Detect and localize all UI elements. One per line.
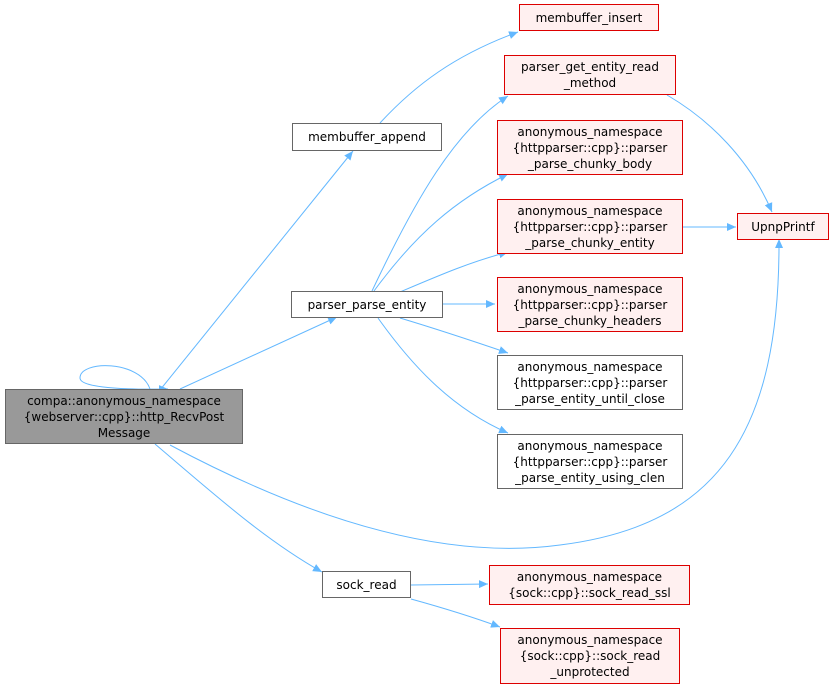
node-label-line: {sock::cpp}::sock_read_ssl bbox=[508, 586, 671, 600]
node-label-line: {httpparser::cpp}::parser bbox=[512, 297, 668, 312]
edge-parse-entity-to-chunky-body bbox=[373, 173, 509, 292]
node-parser-parse-entity-until-close[interactable]: anonymous_namespace {httpparser::cpp}::p… bbox=[497, 355, 683, 410]
node-parser-parse-entity[interactable]: parser_parse_entity bbox=[291, 291, 443, 318]
node-label-line: anonymous_namespace bbox=[517, 359, 663, 374]
edge-get-entity-read-method-to-upnpprintf bbox=[666, 94, 773, 213]
node-sock-read-unprotected[interactable]: anonymous_namespace {sock::cpp}::sock_re… bbox=[500, 628, 680, 684]
node-label-line: {sock::cpp}::sock_read bbox=[519, 649, 661, 663]
node-label-line: membuffer_insert bbox=[535, 10, 643, 25]
node-label-line: {webserver::cpp}::http_RecvPost bbox=[23, 409, 225, 424]
node-label-line: anonymous_namespace bbox=[517, 203, 663, 218]
node-label-line: parser_get_entity_read bbox=[520, 60, 660, 74]
edge-parse-entity-to-until-close bbox=[399, 317, 509, 354]
node-label-line: _unprotected bbox=[550, 665, 630, 679]
node-membuffer-append[interactable]: membuffer_append bbox=[292, 123, 442, 151]
edge-root-to-upnpprintf bbox=[169, 238, 784, 549]
edge-root-to-parser-parse-entity bbox=[179, 316, 338, 390]
node-http-recvpostmessage: compa::anonymous_namespace {webserver::c… bbox=[5, 389, 243, 444]
node-label-line: _parse_entity_until_close bbox=[515, 391, 665, 406]
node-label-line: UpnpPrintf bbox=[751, 219, 815, 234]
node-label-line: sock_read bbox=[336, 577, 397, 592]
node-label-line: anonymous_namespace bbox=[517, 633, 663, 647]
node-label-line: membuffer_append bbox=[308, 130, 426, 144]
node-sock-read-ssl[interactable]: anonymous_namespace {sock::cpp}::sock_re… bbox=[489, 565, 690, 605]
node-label-line: _parse_chunky_body bbox=[527, 156, 653, 171]
node-parser-get-entity-read-method[interactable]: parser_get_entity_read _method bbox=[504, 55, 676, 95]
node-label-line: anonymous_namespace bbox=[517, 124, 663, 139]
node-label-line: _parse_entity_using_clen bbox=[515, 470, 665, 485]
node-label-line: {httpparser::cpp}::parser bbox=[512, 140, 668, 155]
node-label-line: anonymous_namespace bbox=[517, 281, 663, 296]
node-membuffer-insert[interactable]: membuffer_insert bbox=[519, 4, 659, 31]
edge-parse-entity-to-get-entity-read-method bbox=[371, 95, 509, 292]
edge-sock-read-to-sock-read-ssl bbox=[410, 580, 489, 589]
node-label-line: {httpparser::cpp}::parser bbox=[512, 219, 668, 234]
node-sock-read[interactable]: sock_read bbox=[322, 571, 411, 598]
node-label-line: {httpparser::cpp}::parser bbox=[512, 454, 668, 469]
node-label-line: {httpparser::cpp}::parser bbox=[512, 375, 668, 390]
node-parser-parse-chunky-headers[interactable]: anonymous_namespace {httpparser::cpp}::p… bbox=[497, 277, 683, 332]
node-label-line: anonymous_namespace bbox=[516, 570, 663, 584]
node-parser-parse-entity-using-clen[interactable]: anonymous_namespace {httpparser::cpp}::p… bbox=[497, 434, 683, 489]
edge-sock-read-to-sock-read-unprotected bbox=[410, 598, 501, 628]
edge-root-to-root bbox=[79, 365, 169, 394]
node-label-line: _parse_chunky_headers bbox=[518, 313, 662, 328]
edge-parse-entity-to-chunky-entity bbox=[399, 250, 509, 293]
node-label-line: parser_parse_entity bbox=[307, 297, 427, 312]
node-label-line: _parse_chunky_entity bbox=[525, 235, 655, 250]
node-label-line: _method bbox=[563, 76, 617, 90]
edge-parse-entity-to-using-clen bbox=[377, 317, 509, 434]
node-upnpprintf[interactable]: UpnpPrintf bbox=[737, 213, 829, 240]
edge-root-to-sock-read bbox=[154, 443, 323, 573]
edge-membuffer-append-to-membuffer-insert bbox=[379, 31, 519, 124]
edge-root-to-membuffer-append bbox=[159, 150, 354, 391]
node-label-line: Message bbox=[97, 425, 151, 440]
node-label-line: anonymous_namespace bbox=[517, 438, 663, 453]
node-parser-parse-chunky-entity[interactable]: anonymous_namespace {httpparser::cpp}::p… bbox=[497, 199, 683, 254]
node-parser-parse-chunky-body[interactable]: anonymous_namespace {httpparser::cpp}::p… bbox=[497, 120, 683, 175]
node-label-line: compa::anonymous_namespace bbox=[27, 393, 221, 408]
